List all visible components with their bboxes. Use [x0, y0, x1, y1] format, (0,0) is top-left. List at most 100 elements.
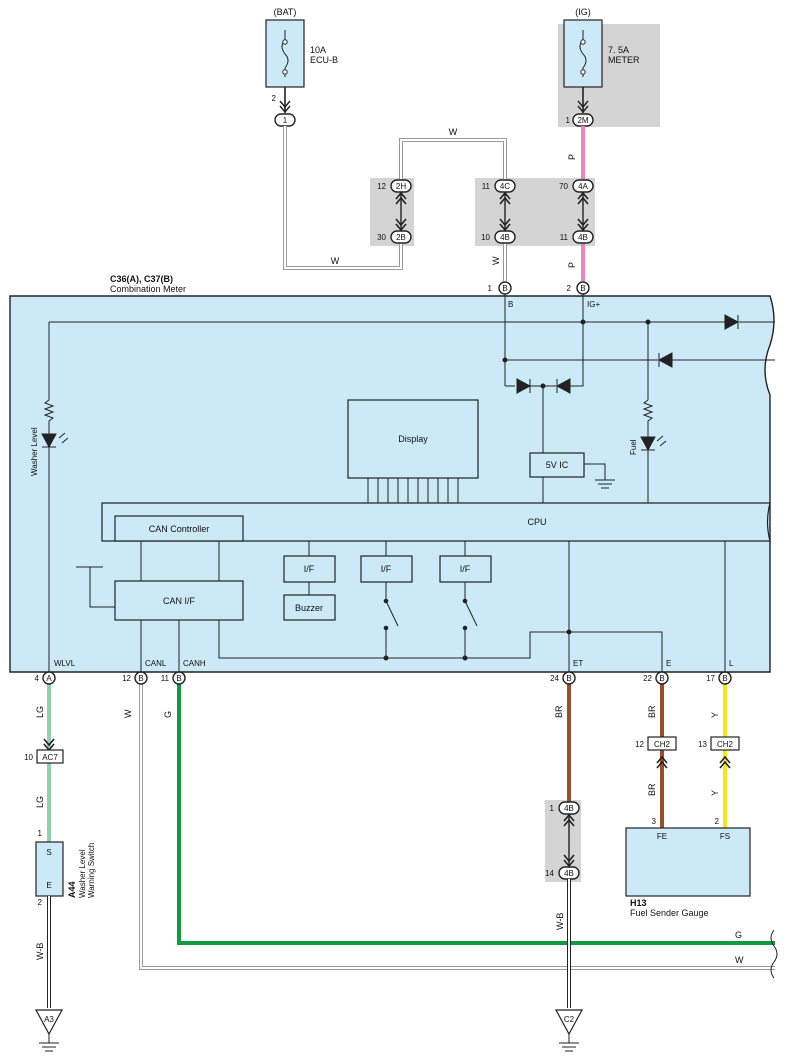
ground-c2: C2 — [554, 1009, 584, 1052]
fuse-ig: (IG) 7. 5A METER 1 2M — [558, 7, 660, 127]
conn-4b-top-pin: 10 — [481, 233, 490, 242]
display-label: Display — [398, 434, 428, 444]
internal-label-l: L — [729, 659, 734, 668]
fuse-bat-pin: 2 — [272, 94, 277, 103]
fuse-bat-rating: 10A — [310, 45, 326, 55]
wire-p-ig: P P — [567, 126, 585, 281]
switch-pin-top: 1 — [38, 829, 43, 838]
wire-br-e-label-top: BR — [647, 705, 657, 718]
if-block-2: I/F — [360, 555, 413, 583]
fuse-bat-name: ECU-B — [310, 55, 338, 65]
if-label-2: I/F — [381, 564, 392, 574]
buzzer-label: Buzzer — [295, 603, 323, 613]
terminal-ig-pin: 2 — [567, 284, 572, 293]
terminal-canh: 11 B — [161, 671, 186, 685]
fuel-sender-gauge: FE FS 3 2 H13 Fuel Sender Gauge — [625, 817, 751, 918]
wire-g-canh-label: G — [163, 711, 173, 718]
terminal-canh-pin: 11 — [161, 674, 170, 683]
terminal-wlvl: 4 A — [35, 671, 56, 685]
terminal-b-pin: 1 — [488, 284, 493, 293]
switch-name2: Warning Switch — [87, 843, 96, 898]
wire-w-bat: W W W — [283, 126, 507, 281]
if-block-3: I/F — [439, 555, 492, 583]
display-block: Display — [347, 399, 479, 479]
can-controller-label: CAN Controller — [149, 524, 210, 534]
wire-y-label-top: Y — [710, 712, 720, 718]
terminal-b-conn: B — [502, 284, 507, 293]
wire-br-et: BR — [554, 684, 571, 802]
terminal-canh-conn: B — [176, 674, 181, 683]
meter-body — [9, 295, 775, 673]
terminal-e-conn: B — [659, 674, 664, 683]
ch2-fe-pin: 12 — [635, 740, 644, 749]
switch-name1: Washer Level — [78, 849, 87, 898]
conn-4b-ig-id: 4B — [578, 233, 588, 242]
meter-id: C36(A), C37(B) — [110, 274, 173, 284]
wire-g-canh: G G — [163, 684, 775, 945]
wire-lg-label-top: LG — [35, 706, 45, 718]
wire-lg-label-bottom: LG — [35, 796, 45, 808]
terminal-et: 24 B — [550, 671, 576, 685]
wire-p-label-top: P — [567, 154, 577, 160]
terminal-e-pin: 22 — [643, 674, 652, 683]
internal-label-b: B — [508, 300, 513, 309]
washer-switch: S E 1 2 A44 Washer Level Warning Switch — [35, 829, 96, 907]
terminal-canl-pin: 12 — [122, 674, 131, 683]
sender-id: H13 — [630, 898, 647, 908]
ac7-pin: 10 — [24, 753, 33, 762]
conn-4b-b-id: 4B — [564, 869, 574, 878]
buzzer-block: Buzzer — [283, 594, 336, 621]
wire-br-e: BR BR — [647, 684, 668, 828]
wire-w-end-label: W — [735, 955, 744, 965]
wire-y-l: Y Y — [710, 684, 731, 828]
fuse-ig-rating: 7. 5A — [608, 45, 629, 55]
conn-2h-pin: 12 — [377, 182, 386, 191]
junction-4a-4b: 4A 70 4B 11 — [559, 179, 594, 244]
fuse-bat-source: (BAT) — [274, 7, 297, 17]
switch-pin-bottom: 2 — [38, 898, 43, 907]
fuse-ig-name: METER — [608, 55, 640, 65]
conn-2b-pin: 30 — [377, 233, 386, 242]
terminal-l-conn: B — [722, 674, 727, 683]
terminal-ig-conn: B — [580, 284, 585, 293]
connector-ch2-fs: CH2 13 — [698, 736, 740, 751]
conn-4a-id: 4A — [578, 182, 588, 191]
junction-2h-2b: 2H 12 2B 30 — [377, 179, 412, 244]
terminal-b: 1 B — [488, 281, 512, 295]
ac7-id: AC7 — [42, 753, 58, 762]
wire-w-canl: W W — [123, 684, 775, 970]
meter-name: Combination Meter — [110, 284, 186, 294]
internal-label-e: E — [666, 659, 671, 668]
sender-name: Fuel Sender Gauge — [630, 908, 709, 918]
wire-w-label-vert: W — [491, 256, 501, 265]
terminal-canl: 12 B — [122, 671, 148, 685]
can-if-block: CAN I/F — [114, 580, 244, 621]
terminal-l-pin: 17 — [706, 674, 715, 683]
wire-w-label-top: W — [449, 127, 458, 137]
terminal-et-pin: 24 — [550, 674, 559, 683]
wire-wb-left-label: W-B — [35, 943, 45, 960]
ground-a3-label: A3 — [44, 1015, 54, 1024]
fuse-bat: (BAT) 10A ECU-B 2 1 — [265, 7, 338, 127]
can-if-label: CAN I/F — [163, 596, 196, 606]
sender-pin-fs: 2 — [715, 817, 720, 826]
ch2-fs-pin: 13 — [698, 740, 707, 749]
internal-label-ig: IG+ — [587, 300, 600, 309]
wire-br-et-label: BR — [554, 705, 564, 718]
conn-4b-a-pin: 1 — [550, 804, 555, 813]
if-label-1: I/F — [304, 564, 315, 574]
ic-block: 5V IC — [529, 452, 585, 478]
wire-w-label-bottom: W — [331, 256, 340, 266]
if-label-3: I/F — [460, 564, 471, 574]
terminal-ig: 2 B — [567, 281, 590, 295]
ch2-fe-id: CH2 — [654, 740, 671, 749]
sender-fe: FE — [657, 832, 667, 841]
internal-label-canl: CANL — [145, 659, 167, 668]
conn-4b-a-id: 4B — [564, 804, 574, 813]
wire-y-label-bottom: Y — [710, 790, 720, 796]
conn-2b-id: 2B — [396, 233, 406, 242]
internal-label-canh: CANH — [183, 659, 206, 668]
wire-br-e-label-bottom: BR — [647, 783, 657, 796]
fuel-label: Fuel — [629, 439, 638, 455]
